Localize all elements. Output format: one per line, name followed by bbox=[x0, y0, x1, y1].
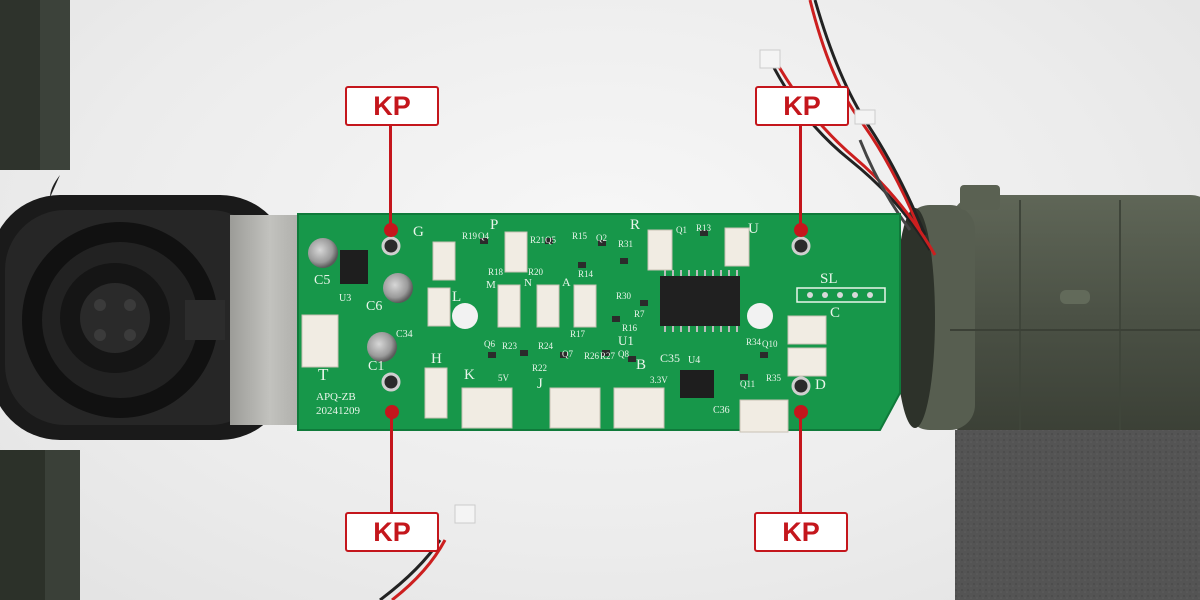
silk-r31: R31 bbox=[618, 239, 634, 249]
silk-q1: Q1 bbox=[676, 225, 687, 235]
silk-letter-p: P bbox=[490, 217, 499, 233]
kp-top-left-marker bbox=[384, 223, 398, 237]
silk-r35: R35 bbox=[766, 373, 782, 383]
silk-r24: R24 bbox=[538, 341, 554, 351]
silk-u3: U3 bbox=[339, 293, 352, 304]
silk-sl: SL bbox=[820, 271, 838, 287]
silk-c36: C36 bbox=[713, 405, 730, 416]
kp-label-bottom-right: KP bbox=[754, 512, 848, 552]
kp-bottom-right-leader bbox=[799, 412, 802, 516]
silk-letter-l: L bbox=[452, 289, 462, 305]
silk-r7: R7 bbox=[634, 309, 645, 319]
kp-top-right-leader bbox=[799, 124, 802, 228]
silk-c35: C35 bbox=[660, 351, 681, 365]
silk-r15: R15 bbox=[572, 231, 588, 241]
silk-5v: 5V bbox=[498, 373, 509, 383]
silk-letter-d: D bbox=[815, 377, 826, 393]
silk-c34: C34 bbox=[396, 329, 413, 340]
silk-letter-a: A bbox=[562, 275, 571, 289]
silk-q7: Q7 bbox=[562, 349, 573, 359]
silk-r30: R30 bbox=[616, 291, 632, 301]
silk-r22: R22 bbox=[532, 363, 548, 373]
silk-c1: C1 bbox=[368, 359, 385, 374]
silk-q2: Q2 bbox=[596, 233, 607, 243]
silk-q4: Q4 bbox=[478, 231, 489, 241]
silk-letter-h: H bbox=[431, 351, 442, 367]
silk-r20: R20 bbox=[528, 267, 544, 277]
silk-c6: C6 bbox=[366, 299, 383, 314]
silk-r26: R26 bbox=[584, 351, 600, 361]
kp-label-top-left: KP bbox=[345, 86, 439, 126]
kp-label-top-right: KP bbox=[755, 86, 849, 126]
pcb-board bbox=[297, 213, 901, 433]
silk-q10: Q10 bbox=[762, 339, 778, 349]
silk-q5: Q5 bbox=[545, 235, 556, 245]
silk-letter-j: J bbox=[537, 376, 543, 392]
silk-r21: R21 bbox=[530, 235, 546, 245]
silk-letter-t: T bbox=[318, 365, 329, 384]
silk-q6: Q6 bbox=[484, 339, 495, 349]
kp-bottom-right-marker bbox=[794, 405, 808, 419]
silk-letter-n: N bbox=[524, 277, 532, 289]
silk-u1: U1 bbox=[618, 333, 634, 348]
silk-3v3: 3.3V bbox=[650, 375, 668, 385]
kp-label-bottom-left: KP bbox=[345, 512, 439, 552]
silk-letter-m: M bbox=[486, 279, 496, 291]
silk-r18: R18 bbox=[488, 267, 504, 277]
silk-r23: R23 bbox=[502, 341, 518, 351]
silk-letter-r: R bbox=[630, 217, 641, 233]
silk-letter-u: U bbox=[748, 221, 759, 237]
silk-q8: Q8 bbox=[618, 349, 629, 359]
silk-letter-k: K bbox=[464, 367, 475, 383]
left-motor-hub bbox=[0, 0, 290, 600]
silk-q11: Q11 bbox=[740, 379, 756, 389]
silk-c5: C5 bbox=[314, 273, 331, 288]
silk-r14: R14 bbox=[578, 269, 594, 279]
kp-bottom-left-leader bbox=[390, 412, 393, 516]
silk-r16: R16 bbox=[622, 323, 638, 333]
metal-plate bbox=[230, 215, 310, 425]
board-date-code: 20241209 bbox=[316, 405, 360, 417]
silk-r13: R13 bbox=[696, 223, 712, 233]
fuselage-housing bbox=[895, 185, 1200, 440]
board-model-label: APQ-ZB bbox=[316, 391, 356, 403]
silk-letter-g: G bbox=[413, 224, 424, 240]
silk-r19: R19 bbox=[462, 231, 478, 241]
silk-u4: U4 bbox=[688, 355, 701, 366]
silk-letter-c: C bbox=[830, 305, 841, 321]
kp-bottom-left-marker bbox=[385, 405, 399, 419]
silk-letter-b: B bbox=[636, 357, 647, 373]
kp-top-left-leader bbox=[389, 124, 392, 228]
kp-top-right-marker bbox=[794, 223, 808, 237]
silk-r17: R17 bbox=[570, 329, 586, 339]
silk-r34: R34 bbox=[746, 337, 762, 347]
silk-r27: R27 bbox=[600, 351, 616, 361]
foam-block bbox=[955, 430, 1200, 600]
